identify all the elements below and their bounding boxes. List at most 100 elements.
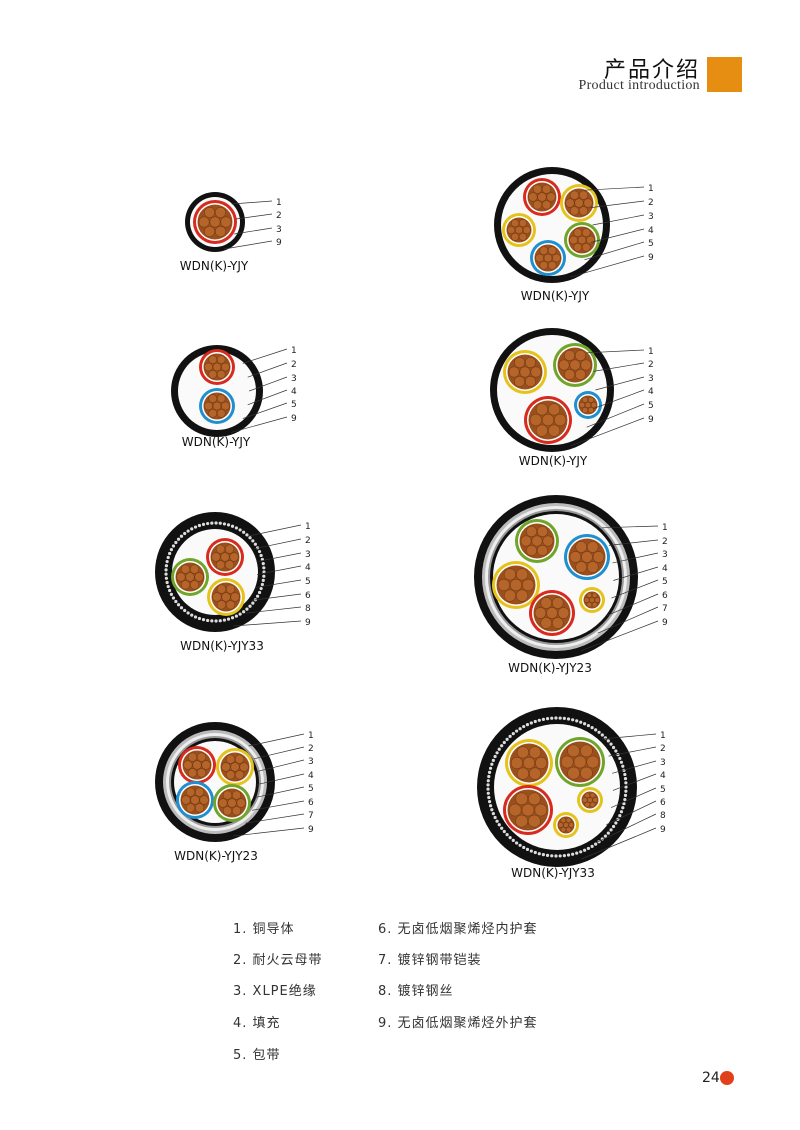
layer-number: 1 xyxy=(308,731,314,741)
copper-strand xyxy=(225,584,236,594)
copper-strand xyxy=(552,617,564,629)
leader-line xyxy=(251,800,305,811)
leader-line xyxy=(581,827,657,860)
copper-strand xyxy=(529,767,542,780)
copper-strand xyxy=(221,762,231,772)
copper-strand xyxy=(584,792,591,799)
steel-wire xyxy=(242,530,246,534)
copper-strand xyxy=(586,235,595,245)
copper-strand xyxy=(508,366,520,378)
copper-strand xyxy=(529,746,542,759)
copper-strand xyxy=(518,219,527,228)
layer-number: 8 xyxy=(660,811,666,821)
copper-strand xyxy=(554,413,567,427)
steel-wire xyxy=(183,608,187,613)
steel-wire xyxy=(606,739,610,743)
leader-line xyxy=(612,552,659,564)
steel-wire xyxy=(558,854,562,858)
steel-wire xyxy=(611,824,616,829)
copper-strand xyxy=(528,192,538,202)
copper-strand xyxy=(567,744,580,758)
copper-strand xyxy=(591,592,598,599)
copper-strand xyxy=(548,403,561,416)
copper-strand xyxy=(583,198,593,208)
steel-wire xyxy=(222,618,227,622)
steel-wire xyxy=(622,802,626,806)
copper-strand xyxy=(574,198,584,208)
copper-strand xyxy=(584,401,592,409)
leader-line xyxy=(584,241,645,261)
steel-wire xyxy=(537,718,541,722)
copper-strand xyxy=(208,394,218,403)
copper-strand xyxy=(520,535,532,547)
layer-number: 7 xyxy=(308,811,314,821)
layer-number: 4 xyxy=(648,226,654,236)
steel-wire xyxy=(486,791,490,795)
leader-line xyxy=(612,773,657,791)
copper-strand xyxy=(543,253,553,263)
copper-strand xyxy=(569,551,582,563)
steel-wire xyxy=(586,846,591,851)
copper-strand xyxy=(564,350,575,361)
copper-strand xyxy=(216,394,226,403)
steel-wire xyxy=(165,559,169,564)
copper-strand xyxy=(216,370,226,379)
steel-wire xyxy=(541,717,546,721)
copper-strand xyxy=(192,760,202,770)
steel-wire xyxy=(541,853,546,857)
steel-wire xyxy=(624,781,628,785)
layer-number: 4 xyxy=(291,387,297,397)
copper-strand xyxy=(568,822,575,828)
steel-wire xyxy=(193,615,198,619)
leader-line xyxy=(584,186,645,191)
copper-strand xyxy=(497,578,510,592)
leader-line xyxy=(608,746,657,757)
layer-number: 2 xyxy=(276,211,282,221)
steel-wire xyxy=(262,566,266,570)
leader-line xyxy=(248,524,302,537)
copper-strand xyxy=(208,370,218,379)
steel-wire xyxy=(554,854,558,858)
layer-number: 3 xyxy=(648,374,654,384)
steel-wire xyxy=(487,774,491,779)
leader-line xyxy=(231,200,273,205)
copper-strand xyxy=(581,243,591,252)
copper-strand xyxy=(548,424,561,437)
copper-strand xyxy=(557,822,564,828)
steel-wire xyxy=(586,723,591,728)
copper-strand xyxy=(581,797,588,803)
copper-strand xyxy=(211,552,221,562)
layer-number: 4 xyxy=(662,564,668,574)
copper-strand xyxy=(581,551,593,563)
copper-strand xyxy=(592,797,599,803)
steel-wire xyxy=(508,836,512,840)
steel-wire xyxy=(214,619,218,623)
copper-strand xyxy=(528,814,541,828)
copper-strand xyxy=(586,592,593,599)
copper-strand xyxy=(516,767,529,780)
steel-wire xyxy=(257,590,262,595)
steel-wire xyxy=(238,528,242,532)
copper-strand xyxy=(187,768,198,778)
steel-wire xyxy=(537,852,541,856)
leader-line xyxy=(251,593,302,601)
steel-wire xyxy=(579,850,583,854)
leader-line xyxy=(612,760,657,774)
copper-strand xyxy=(514,357,525,368)
copper-strand xyxy=(569,190,580,200)
steel-wire xyxy=(169,548,173,552)
leader-line xyxy=(613,566,659,581)
copper-strand xyxy=(216,600,227,610)
layer-number: 4 xyxy=(648,387,654,397)
copper-strand xyxy=(558,359,570,371)
copper-strand xyxy=(215,226,226,237)
layer-number: 3 xyxy=(305,550,311,560)
steel-wire xyxy=(234,614,238,618)
copper-strand xyxy=(537,526,548,537)
steel-wire xyxy=(179,534,184,538)
copper-strand xyxy=(189,564,200,574)
steel-wire xyxy=(174,599,178,604)
steel-wire xyxy=(486,779,490,783)
steel-wire xyxy=(491,758,495,762)
